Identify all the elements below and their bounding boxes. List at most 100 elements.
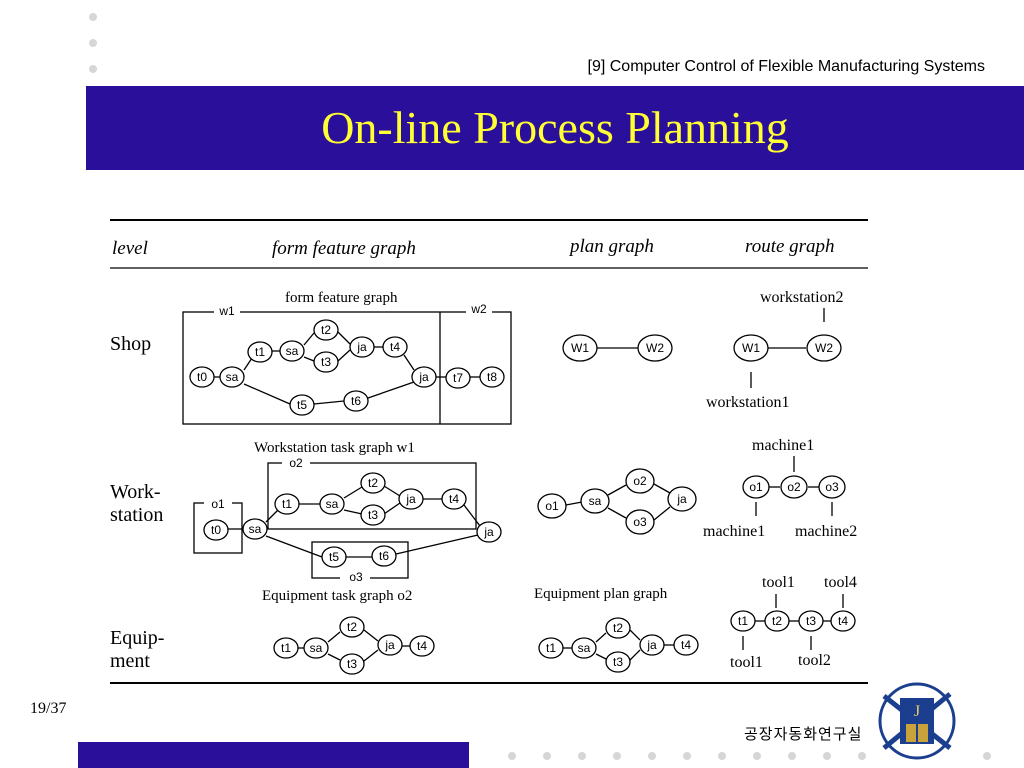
svg-text:ja: ja	[646, 638, 657, 652]
route-machine1-top: machine1	[752, 437, 814, 454]
svg-text:t2: t2	[347, 620, 357, 634]
level-equipment-2: ment	[110, 650, 150, 672]
reference-caption: [9] Computer Control of Flexible Manufac…	[587, 58, 986, 75]
shop-form-caption: form feature graph	[285, 290, 398, 306]
decor-dot	[508, 752, 516, 760]
route-machine2: machine2	[795, 523, 857, 540]
route-workstation1: workstation1	[706, 394, 790, 411]
workstation-form-caption: Workstation task graph w1	[254, 440, 415, 456]
svg-text:t4: t4	[417, 639, 427, 653]
decor-dot	[89, 13, 97, 21]
svg-text:t4: t4	[838, 614, 848, 628]
decor-dot	[753, 752, 761, 760]
svg-text:o2: o2	[633, 474, 647, 488]
svg-text:t6: t6	[379, 549, 389, 563]
route-tool4-top: tool4	[824, 574, 857, 591]
shop-form-edges	[214, 331, 480, 405]
slide-title: On-line Process Planning	[321, 102, 789, 153]
svg-text:t7: t7	[453, 371, 463, 385]
level-workstation-2: station	[110, 504, 163, 526]
svg-text:t4: t4	[449, 492, 459, 506]
shop-w1-label: w1	[218, 304, 235, 318]
eq-form-nodes: t1 sa t2 t3 ja t4	[273, 616, 435, 675]
svg-text:t1: t1	[546, 641, 556, 655]
svg-text:W2: W2	[815, 341, 833, 355]
decor-dot	[89, 39, 97, 47]
header-level: level	[112, 238, 148, 259]
svg-text:sa: sa	[286, 344, 299, 358]
svg-text:W1: W1	[742, 341, 760, 355]
svg-text:ja: ja	[405, 492, 416, 506]
decor-dot	[718, 752, 726, 760]
svg-text:ja: ja	[418, 370, 429, 384]
svg-text:sa: sa	[249, 522, 262, 536]
svg-text:o3: o3	[633, 515, 647, 529]
svg-text:t4: t4	[390, 340, 400, 354]
route-tool2-bottom: tool2	[798, 652, 831, 669]
decor-dot	[578, 752, 586, 760]
shop-form-nodes: t0 sa t1 sa t2 t3 ja t4 t5 t6 ja t7 t8	[189, 319, 505, 416]
equipment-plan-caption: Equipment plan graph	[534, 586, 668, 602]
decor-dot	[89, 65, 97, 73]
shop-w2-label: w2	[470, 302, 487, 316]
ws-form-nodes: t0 sa t1 sa t2 t3 ja t4 ja t5 t6	[203, 472, 502, 568]
svg-text:W1: W1	[571, 341, 589, 355]
decor-dot	[823, 752, 831, 760]
ws-form-edges	[228, 485, 481, 558]
decor-dot	[983, 752, 991, 760]
ws-route-graph: machine1 o1 o2 o3 machine1 machine2	[703, 437, 857, 540]
shop-route-graph: workstation2 W1 W2 workstation1	[706, 289, 844, 411]
svg-text:t3: t3	[347, 657, 357, 671]
ws-o2-box	[267, 462, 477, 530]
svg-text:t3: t3	[321, 355, 331, 369]
eq-route-graph: tool1 tool4 t1 t2 t3 t4 tool1 tool2	[730, 574, 857, 671]
svg-text:t0: t0	[211, 523, 221, 537]
decor-dot	[543, 752, 551, 760]
page-number: 19/37	[30, 700, 67, 717]
eq-form-edges	[298, 629, 410, 662]
header-form-feature-graph: form feature graph	[272, 238, 416, 259]
svg-text:sa: sa	[326, 497, 339, 511]
title-band	[86, 86, 1024, 170]
svg-text:t5: t5	[329, 550, 339, 564]
svg-text:t3: t3	[613, 655, 623, 669]
level-equipment-1: Equip-	[110, 627, 164, 649]
svg-text:J: J	[914, 703, 920, 720]
svg-text:t3: t3	[368, 508, 378, 522]
svg-text:o2: o2	[289, 456, 303, 470]
svg-text:t8: t8	[487, 370, 497, 384]
svg-text:sa: sa	[589, 494, 602, 508]
svg-text:t2: t2	[368, 476, 378, 490]
svg-text:W2: W2	[646, 341, 664, 355]
route-tool1-bottom: tool1	[730, 654, 763, 671]
ws-plan-graph: o1 sa o2 o3 ja	[537, 468, 697, 535]
svg-text:ja: ja	[356, 340, 367, 354]
svg-text:sa: sa	[226, 370, 239, 384]
svg-text:o2: o2	[787, 480, 801, 494]
shop-plan-graph: W1 W2	[562, 334, 673, 362]
svg-text:ja: ja	[676, 492, 687, 506]
decor-dot	[648, 752, 656, 760]
shop-form-frame	[182, 311, 512, 425]
decor-dot	[683, 752, 691, 760]
svg-text:o1: o1	[211, 497, 225, 511]
header-route-graph: route graph	[745, 236, 835, 257]
decor-dot	[858, 752, 866, 760]
level-workstation-1: Work-	[110, 481, 161, 503]
level-shop: Shop	[110, 333, 151, 355]
svg-text:t1: t1	[282, 497, 292, 511]
svg-text:o3: o3	[825, 480, 839, 494]
header-plan-graph: plan graph	[568, 236, 654, 257]
svg-text:t1: t1	[255, 345, 265, 359]
svg-text:ja: ja	[384, 638, 395, 652]
svg-text:o1: o1	[749, 480, 763, 494]
decor-dot	[613, 752, 621, 760]
svg-text:t0: t0	[197, 370, 207, 384]
svg-text:t6: t6	[351, 394, 361, 408]
svg-text:t2: t2	[321, 323, 331, 337]
footer-bar	[78, 742, 469, 768]
lab-logo: J	[878, 682, 956, 760]
svg-text:t1: t1	[281, 641, 291, 655]
svg-text:o3: o3	[349, 570, 363, 584]
